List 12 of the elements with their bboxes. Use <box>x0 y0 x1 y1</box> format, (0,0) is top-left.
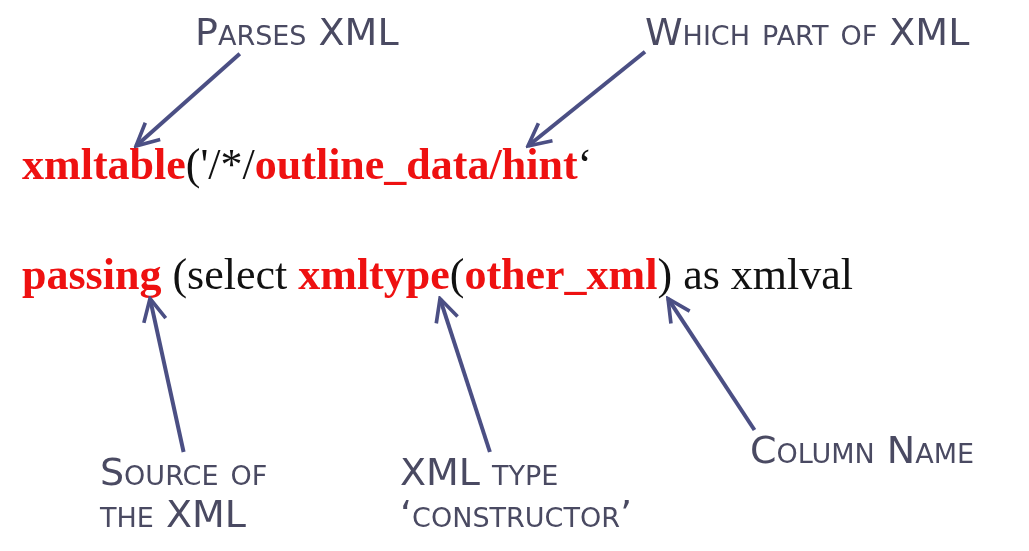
code-line: passing (select xmltype(other_xml) as xmlval <box>22 250 853 301</box>
callout-text: XML type ‘constructor’ <box>400 452 690 536</box>
leader-arrow <box>134 52 242 148</box>
leader-arrow <box>526 50 647 148</box>
leader-arrow <box>434 296 492 453</box>
callout-text: Column Name <box>750 430 975 472</box>
callout-text: Source of the XML <box>100 452 320 536</box>
leader-arrow <box>142 296 186 453</box>
callout-text: Which part of XML <box>645 12 970 54</box>
callout-text: Parses XML <box>195 12 399 54</box>
leader-arrow <box>666 296 757 432</box>
code-line: xmltable('/*/outline_data/hint‘ <box>22 140 593 191</box>
